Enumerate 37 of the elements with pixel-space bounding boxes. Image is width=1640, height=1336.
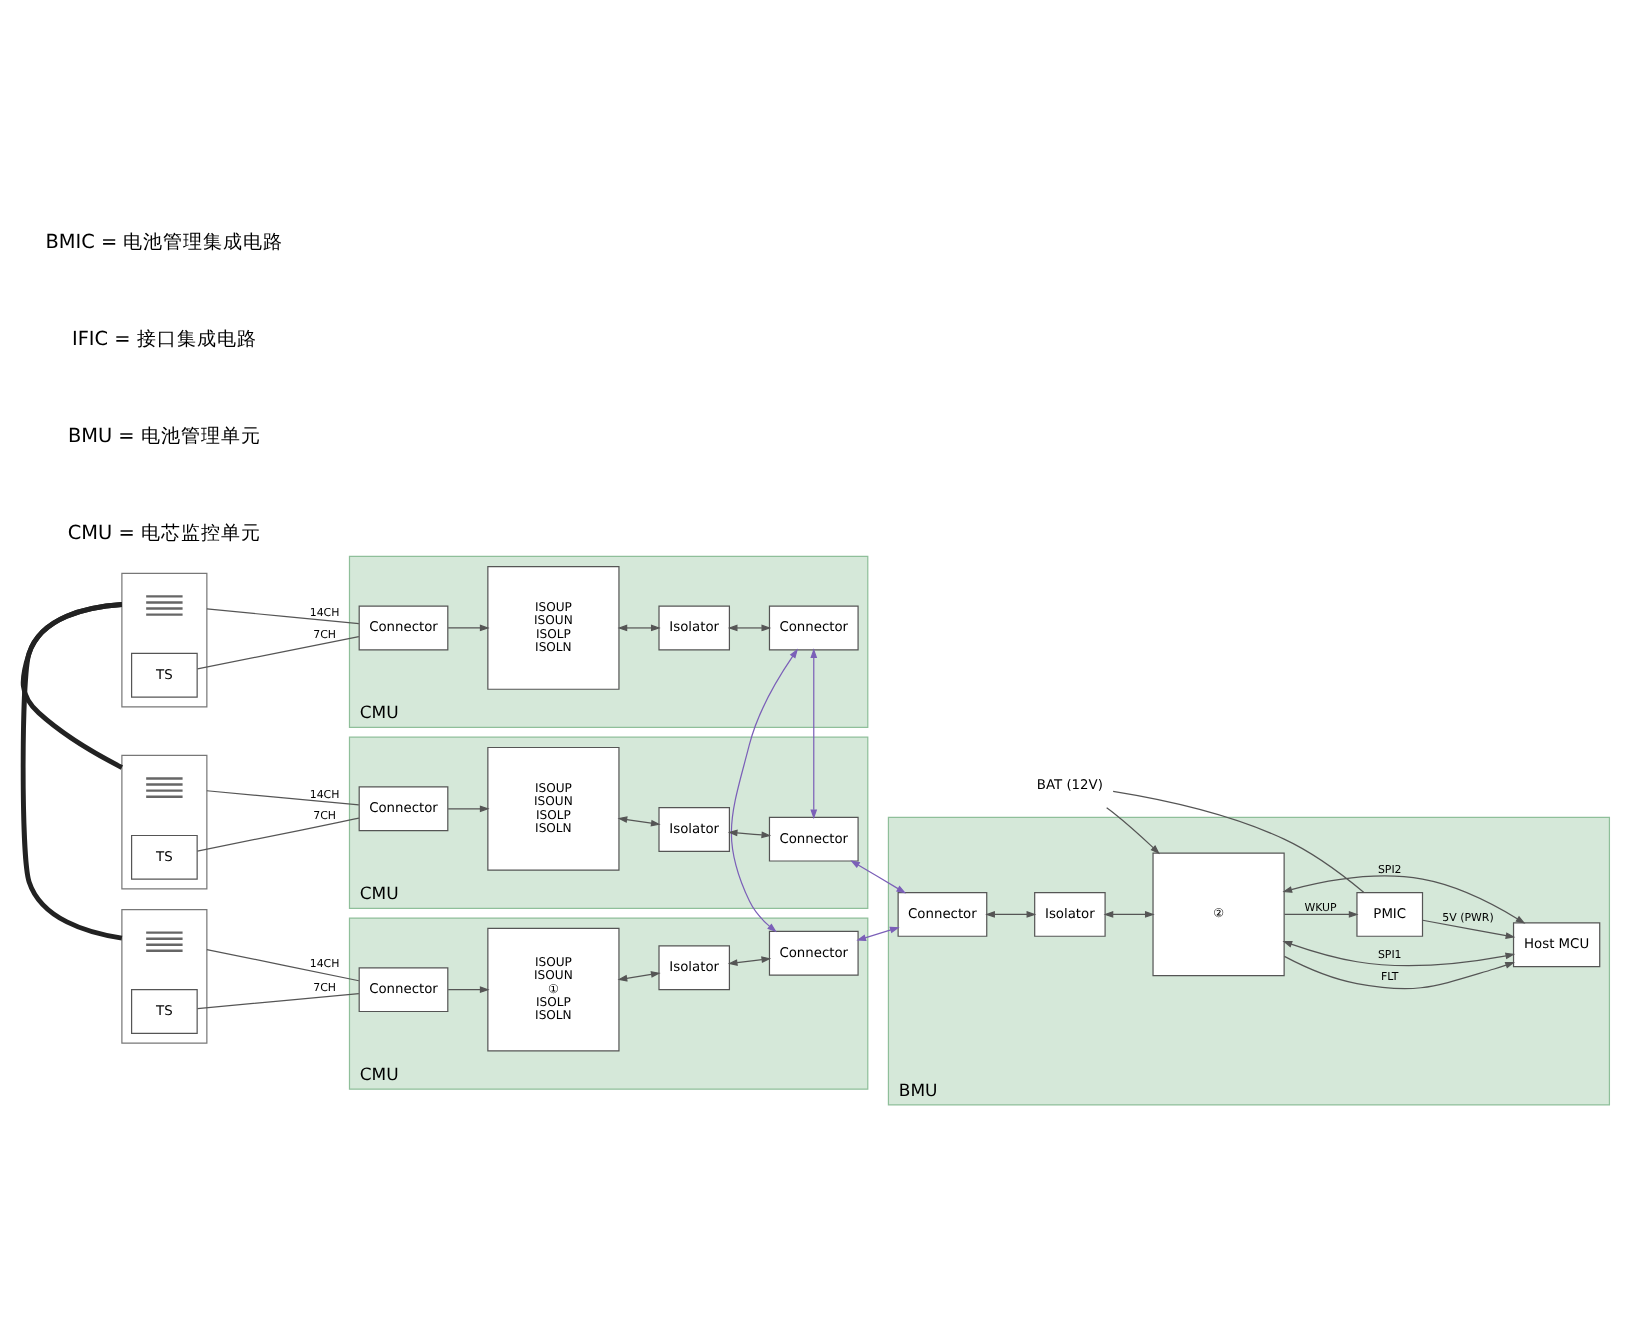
arrow <box>726 956 771 966</box>
arrow <box>616 971 660 982</box>
connector <box>19 602 122 941</box>
arrow <box>446 624 489 632</box>
arrow <box>1282 911 1358 918</box>
cluster <box>120 908 207 1044</box>
cluster <box>120 754 207 890</box>
label: IFIC = 接口集成电路 <box>70 328 256 351</box>
arrow <box>849 860 906 894</box>
arrow <box>1281 875 1525 924</box>
arrow <box>984 911 1036 918</box>
arrow <box>855 926 899 941</box>
arrow <box>1105 807 1159 855</box>
arrow <box>616 816 660 827</box>
connector <box>19 602 122 770</box>
connector <box>195 993 359 1010</box>
connector <box>205 948 359 982</box>
arrow <box>729 648 798 933</box>
label: BMU = 电池管理单元 <box>66 425 260 448</box>
connector <box>1111 790 1364 893</box>
arrow <box>1282 955 1514 990</box>
connector <box>195 636 359 670</box>
label: BMIC = 电池管理集成电路 <box>44 231 283 254</box>
connector <box>205 790 359 806</box>
arrow <box>1102 911 1154 918</box>
arrow <box>446 805 489 813</box>
arrow <box>446 986 489 994</box>
label: CMU = 电芯监控单元 <box>66 523 260 546</box>
connector <box>205 608 359 625</box>
arrow <box>726 829 771 839</box>
arrow <box>1281 940 1515 967</box>
arrow <box>726 624 771 632</box>
connector <box>195 817 359 852</box>
cluster <box>120 572 207 708</box>
arrow <box>809 648 817 820</box>
arrow <box>1421 919 1515 939</box>
arrow <box>616 624 660 632</box>
